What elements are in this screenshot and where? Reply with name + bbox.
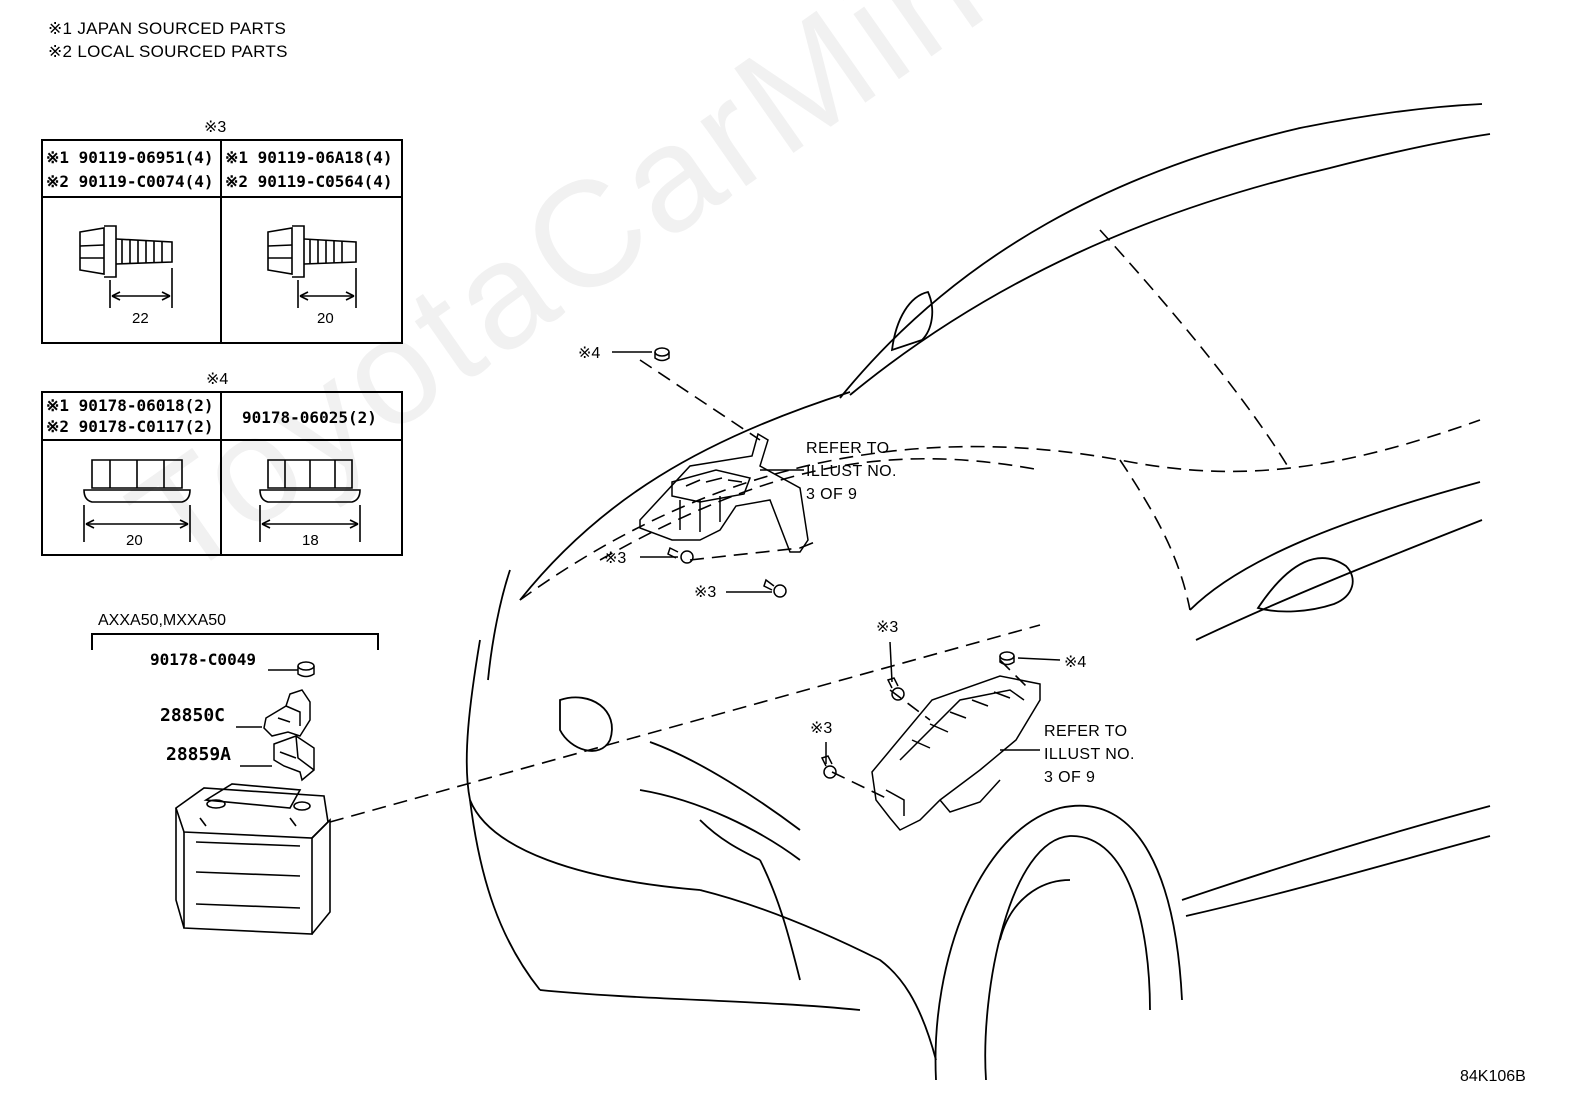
refer-lower: REFER TO ILLUST NO. 3 OF 9	[1044, 720, 1135, 789]
callout-bolt-upper-b: ※3	[694, 584, 717, 601]
nut-icon-left	[83, 459, 191, 542]
bracket-28850C	[263, 689, 311, 737]
bolt-icon-right	[267, 225, 357, 308]
bolt-left-part-japan: ※1 90119-06951(4)	[46, 148, 214, 167]
bolt-upper-b	[763, 578, 787, 598]
nut-upper-4	[654, 347, 670, 362]
battery-group-bracket	[91, 633, 379, 650]
bolt-icon-left	[79, 225, 173, 308]
nut-right-width: 18	[302, 532, 319, 549]
callout-bolt-lower-a: ※3	[876, 619, 899, 636]
nut-left-width: 20	[126, 532, 143, 549]
callout-nut-upper: ※4	[578, 345, 601, 362]
bolt-table-frame	[41, 139, 403, 344]
refer-upper-line3: 3 OF 9	[806, 486, 858, 503]
bolt-lower-a	[886, 677, 905, 701]
junction-block-lower	[871, 675, 1041, 831]
bolt-lower-b	[820, 755, 837, 779]
callout-leaders	[612, 351, 1061, 764]
part-28859A-label: 28859A	[166, 744, 232, 765]
refer-lower-line2: ILLUST NO.	[1044, 746, 1135, 763]
leader-lines-battery	[236, 669, 298, 767]
battery	[175, 783, 331, 935]
refer-lower-line3: 3 OF 9	[1044, 769, 1096, 786]
bolt-table-ref: ※3	[204, 119, 227, 136]
callout-bolt-lower-b: ※3	[810, 720, 833, 737]
part-90178-C0049-label: 90178-C0049	[150, 650, 256, 669]
relay-box-upper	[639, 432, 809, 553]
refer-lower-line1: REFER TO	[1044, 723, 1128, 740]
part-28850C-label: 28850C	[160, 705, 226, 726]
nut-right-part: 90178-06025(2)	[242, 408, 377, 427]
bolt-left-length: 22	[132, 310, 149, 327]
nut-90178-C0049	[297, 661, 315, 678]
callout-bolt-upper-a: ※3	[604, 550, 627, 567]
bolt-left-part-local: ※2 90119-C0074(4)	[46, 172, 214, 191]
nut-left-part-local: ※2 90178-C0117(2)	[46, 417, 214, 436]
refer-upper-line1: REFER TO	[806, 440, 890, 457]
car-outline	[465, 103, 1491, 1081]
refer-upper: REFER TO ILLUST NO. 3 OF 9	[806, 437, 897, 506]
note-local-sourced: ※2 LOCAL SOURCED PARTS	[48, 42, 288, 61]
nut-table-ref: ※4	[206, 371, 229, 388]
refer-upper-line2: ILLUST NO.	[806, 463, 897, 480]
bolt-right-part-japan: ※1 90119-06A18(4)	[225, 148, 393, 167]
model-codes: AXXA50,MXXA50	[98, 612, 227, 629]
hidden-lines	[329, 229, 1481, 823]
bolt-upper-a	[667, 546, 694, 564]
nut-left-part-japan: ※1 90178-06018(2)	[46, 396, 214, 415]
nut-icon-right	[259, 459, 361, 542]
diagram-id: 84K106B	[1460, 1068, 1526, 1085]
nut-lower-4	[999, 651, 1015, 666]
bolt-right-part-local: ※2 90119-C0564(4)	[225, 172, 393, 191]
nut-table-frame	[41, 391, 403, 556]
callout-nut-lower: ※4	[1064, 654, 1087, 671]
clamp-28859A	[273, 735, 315, 782]
bolt-right-length: 20	[317, 310, 334, 327]
note-japan-sourced: ※1 JAPAN SOURCED PARTS	[48, 19, 287, 38]
